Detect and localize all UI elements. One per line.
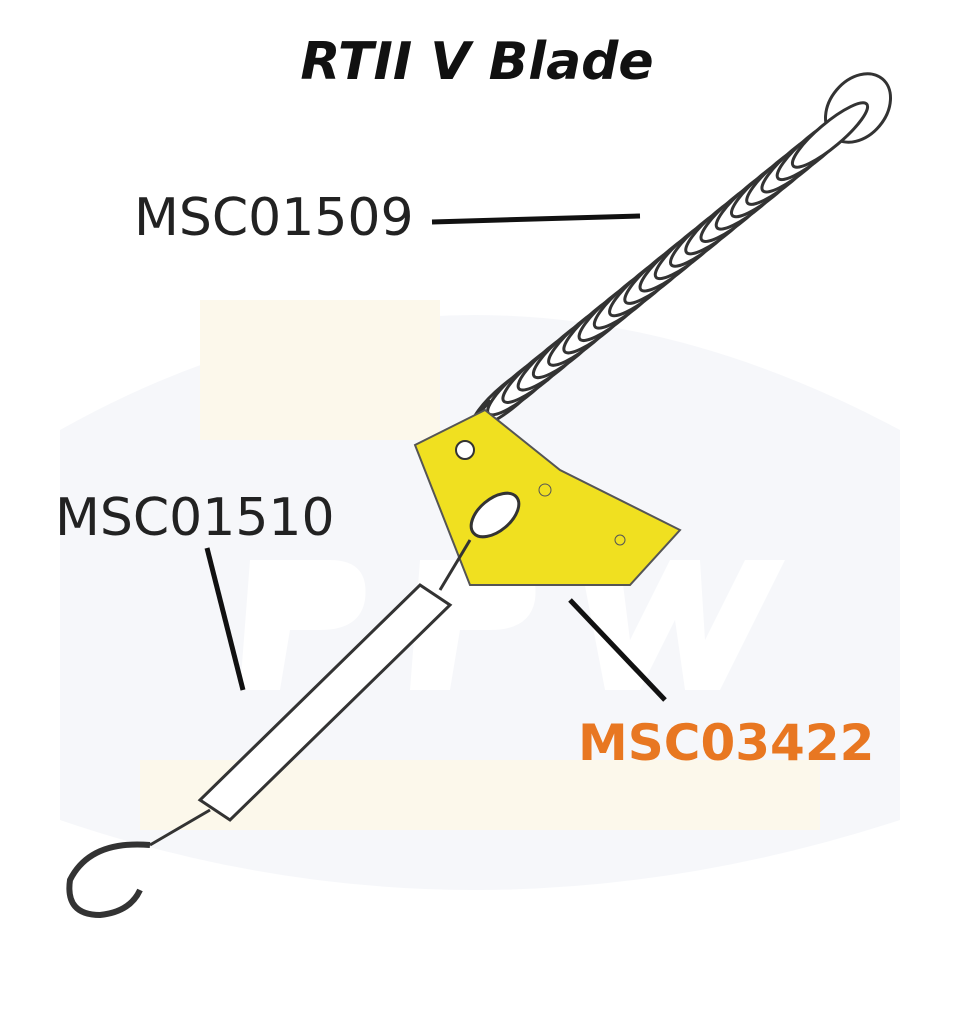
watermark-logo xyxy=(60,300,900,890)
spring xyxy=(465,72,893,452)
part-label-turnbuckle[interactable]: MSC01510 xyxy=(55,488,335,548)
turnbuckle xyxy=(66,491,521,919)
leader-lines xyxy=(204,213,667,702)
bracket xyxy=(413,408,682,586)
diagram-title: RTII V Blade xyxy=(300,32,654,92)
spring-coil xyxy=(790,101,870,169)
part-label-bracket[interactable]: MSC03422 xyxy=(578,714,875,772)
part-label-spring[interactable]: MSC01509 xyxy=(134,188,414,248)
